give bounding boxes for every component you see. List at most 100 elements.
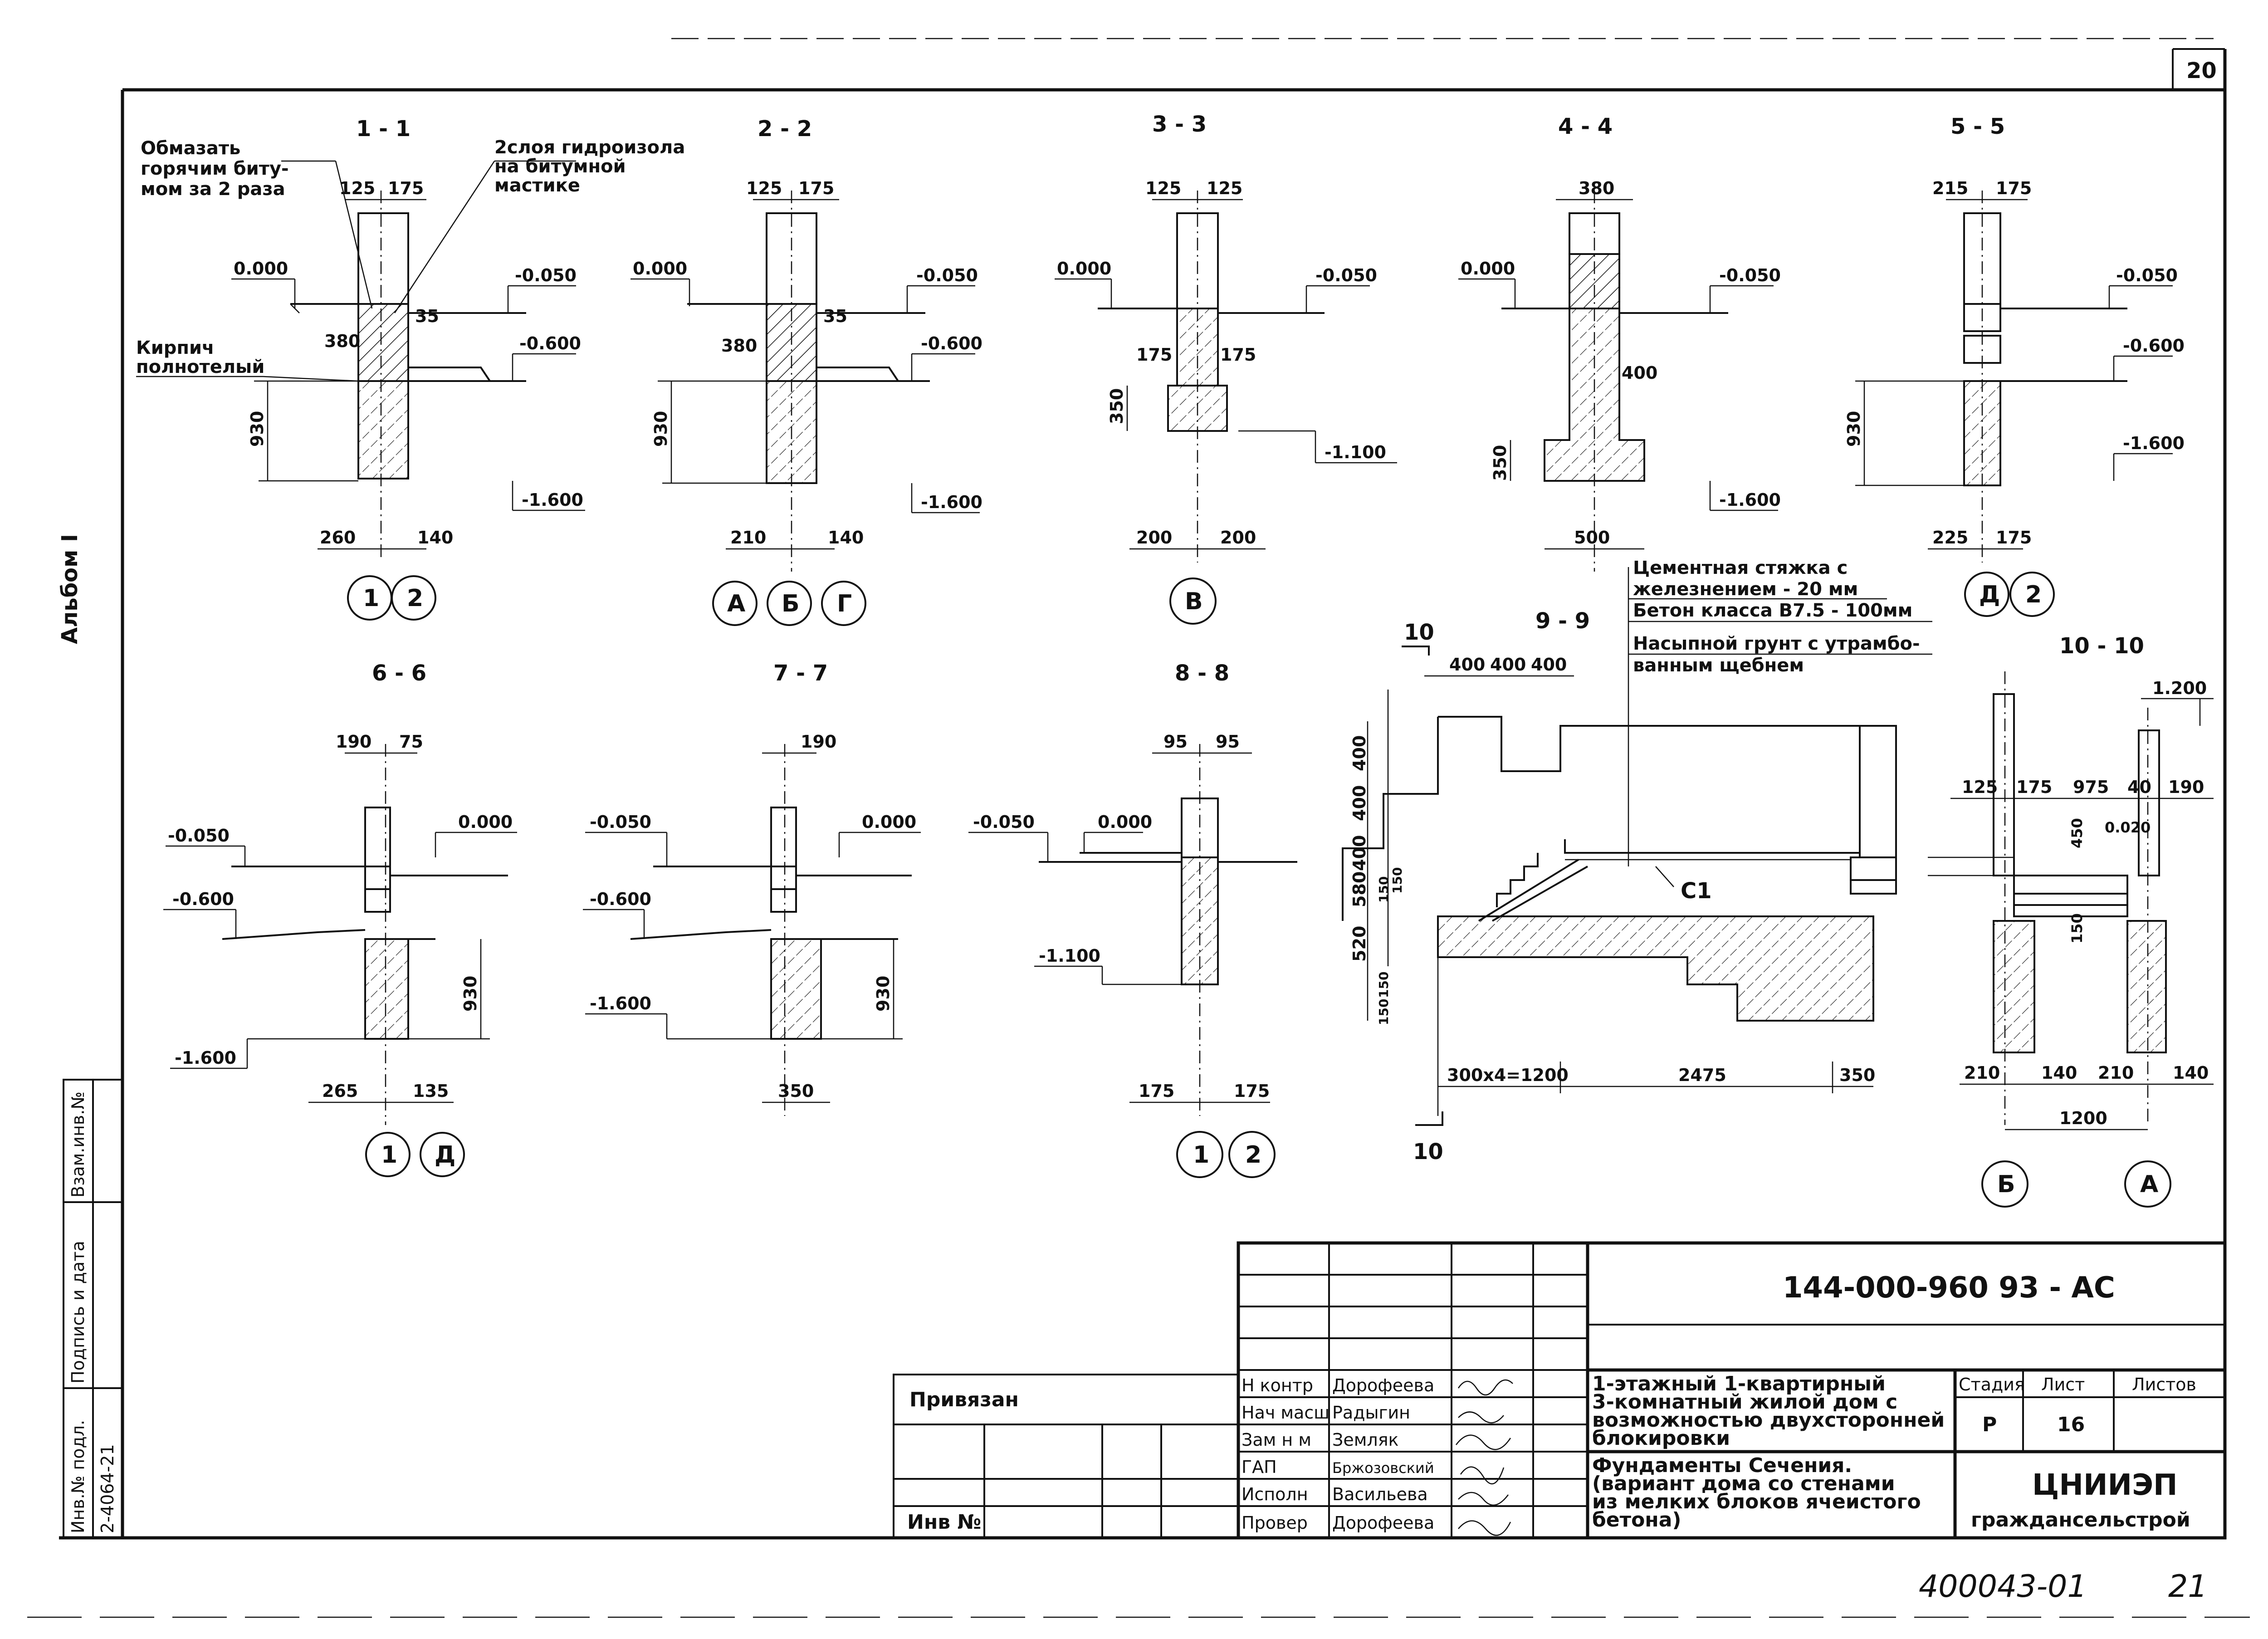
role-6: Провер — [1242, 1513, 1308, 1533]
dim-350: 350 — [1107, 388, 1127, 424]
stage-label: Стадия — [1959, 1375, 2025, 1394]
dim-left-2: 400 — [1349, 785, 1369, 821]
dim-top-right: 75 — [399, 732, 423, 752]
sheet-title-line2: (вариант дома со стенами — [1592, 1472, 1895, 1495]
level-1600: -1.600 — [522, 490, 583, 510]
level-0600: -0.600 — [921, 333, 982, 353]
dim-bottom-right: 175 — [1234, 1081, 1270, 1101]
section-5-5: 5 - 5 215 175 -0.050 -0.600 930 -1.600 2… — [1844, 114, 2185, 617]
note-bitumen-line2: горячим биту- — [141, 158, 289, 179]
dim-left-150d: 150 — [1376, 999, 1391, 1025]
dim-bottom-left: 260 — [320, 528, 356, 548]
section-title: 5 - 5 — [1950, 114, 2005, 139]
dim-top-975: 975 — [2073, 777, 2109, 797]
note-waterproof-line3: мастике — [494, 175, 580, 196]
dim-930: 930 — [460, 976, 480, 1012]
section-2-2: 2 - 2 125 175 0.000 -0.050 380 35 -0.600… — [631, 116, 982, 626]
note-line1: Цементная стяжка с — [1633, 558, 1848, 578]
section-title: 8 - 8 — [1175, 660, 1229, 686]
level-1600: -1.600 — [921, 492, 982, 512]
axis-label-2: 2 — [1245, 1141, 1261, 1169]
dim-top-1: 400 — [1449, 655, 1485, 675]
level-1100: -1.100 — [1039, 946, 1100, 966]
dim-left-150b: 150 — [1390, 867, 1405, 894]
dim-bottom-140a: 140 — [2041, 1063, 2077, 1083]
level-1100: -1.100 — [1325, 442, 1386, 462]
dim-bottom-210a: 210 — [1964, 1063, 2000, 1083]
dim-left-1: 400 — [1349, 735, 1369, 771]
org-subname: гражданcельстрой — [1971, 1508, 2190, 1531]
name-1: Дорофеева — [1332, 1375, 1434, 1395]
axis-label-1: 1 — [1193, 1141, 1209, 1169]
dim-bottom-left: 265 — [322, 1081, 358, 1101]
level-1600: -1.600 — [1719, 490, 1781, 510]
axis-label-a: А — [2140, 1171, 2158, 1198]
level-0600: -0.600 — [590, 889, 651, 909]
dim-left-580: 580 — [1349, 871, 1369, 907]
section-title: 10 - 10 — [2059, 633, 2144, 659]
axis-label-b: Б — [782, 590, 800, 617]
privyazan-label: Привязан — [909, 1388, 1019, 1411]
level-0600: -0.600 — [2123, 336, 2185, 356]
role-3: Зам н м — [1242, 1430, 1311, 1450]
dim-left-520: 520 — [1349, 926, 1369, 962]
dim-450: 450 — [2068, 818, 2086, 848]
name-3: Земляк — [1332, 1430, 1399, 1450]
section-4-4: 4 - 4 380 0.000 -0.050 400 350 -1.600 50… — [1458, 114, 1781, 572]
axis-label-1: 1 — [363, 585, 379, 612]
note-line3: Бетон класса В7.5 - 100мм — [1633, 600, 1912, 621]
dim-top-190: 190 — [801, 732, 836, 752]
sheet-label: Лист — [2041, 1375, 2085, 1394]
inv-no-label: Инв № — [907, 1511, 981, 1534]
dim-380: 380 — [721, 336, 757, 356]
axis-label-b: Б — [1997, 1171, 2015, 1198]
label-podpis-data: Подпись и дата — [68, 1241, 88, 1384]
name-5: Васильева — [1332, 1484, 1428, 1504]
dim-bottom-210b: 210 — [2098, 1063, 2134, 1083]
level-0050: -0.050 — [1719, 265, 1781, 285]
dim-bottom-left: 225 — [1932, 528, 1968, 548]
section-title: 6 - 6 — [372, 660, 426, 686]
section-9-9: 9 - 9 10 10 Цементная стяжка с железнени… — [1342, 558, 1932, 1164]
dim-930: 930 — [873, 976, 893, 1012]
dim-top-175: 175 — [2016, 777, 2052, 797]
level-0000: 0.000 — [234, 259, 288, 279]
project-title-line1: 1-этажный 1-квартирный — [1592, 1372, 1886, 1395]
role-1: Н контр — [1242, 1375, 1313, 1395]
dim-top-3: 400 — [1531, 655, 1567, 675]
level-0020: 0.020 — [2105, 819, 2151, 836]
level-0000: 0.000 — [862, 812, 916, 832]
axis-label-d: Д — [1979, 581, 2000, 608]
axis-label-v: В — [1185, 588, 1203, 615]
dim-top-right: 125 — [1207, 178, 1242, 198]
section-7-7: 7 - 7 190 -0.050 0.000 -0.600 930 -1.600… — [583, 660, 921, 1116]
dim-35: 35 — [823, 306, 847, 326]
note-line2: железнением - 20 мм — [1633, 579, 1858, 600]
level-0050: -0.050 — [590, 812, 651, 832]
level-0050: -0.050 — [2116, 265, 2178, 285]
section-title: 7 - 7 — [773, 660, 828, 686]
dim-bottom-left: 200 — [1136, 528, 1172, 548]
dim-top-40: 40 — [2127, 777, 2151, 797]
note-bitumen-line1: Обмазать — [141, 138, 240, 159]
section-1-1: 1 - 1 Обмазать горячим биту- мом за 2 ра… — [136, 116, 685, 621]
footer-page: 21 — [2168, 1569, 2208, 1605]
cut-mark-top: 10 — [1404, 620, 1434, 645]
dim-bottom-140b: 140 — [2173, 1063, 2209, 1083]
project-title-line2: 3-комнатный жилой дом с — [1592, 1390, 1897, 1414]
dim-930: 930 — [651, 411, 671, 447]
section-6-6: 6 - 6 190 75 -0.050 0.000 -0.600 930 -1.… — [163, 660, 517, 1177]
dim-top-left: 125 — [339, 178, 375, 198]
dim-bottom-right: 135 — [413, 1081, 449, 1101]
project-title-line4: блокировки — [1592, 1427, 1730, 1450]
level-1200: 1.200 — [2152, 678, 2207, 698]
dim-left-150c: 150 — [1376, 972, 1391, 998]
dim-top-380: 380 — [1579, 178, 1614, 198]
dim-bottom-right: 140 — [828, 528, 864, 548]
dim-bottom-right: 175 — [1996, 528, 2032, 548]
axis-label-d: Д — [435, 1141, 455, 1169]
level-0000: 0.000 — [1098, 812, 1152, 832]
level-0000: 0.000 — [1461, 259, 1515, 279]
section-title: 1 - 1 — [356, 116, 411, 142]
role-5: Исполн — [1242, 1484, 1308, 1504]
